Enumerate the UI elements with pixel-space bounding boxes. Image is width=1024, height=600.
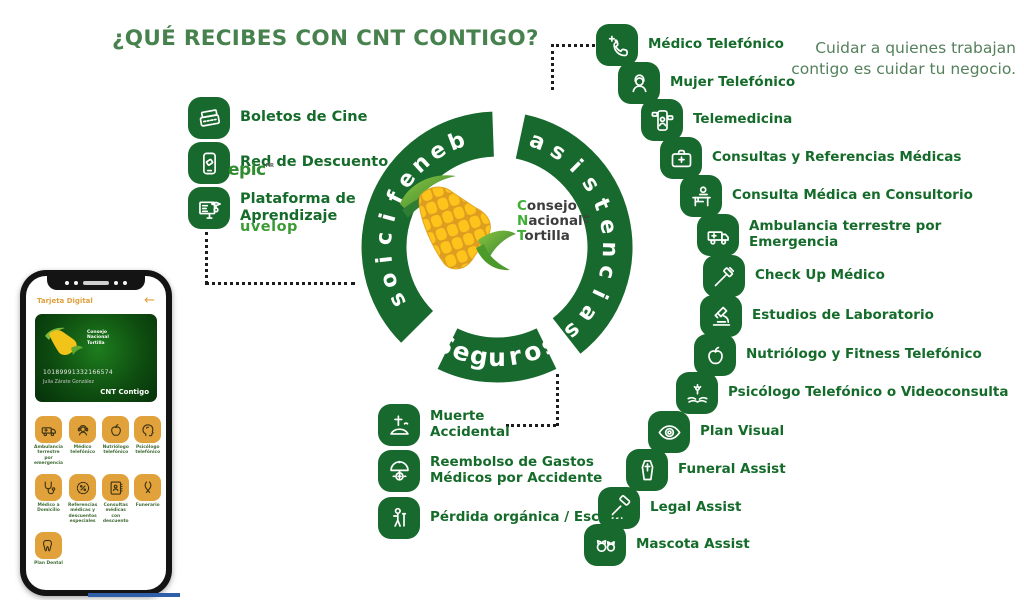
- directory-icon: [102, 474, 130, 502]
- decorative-blue-bar: [88, 593, 180, 597]
- doctor-desk-icon: [680, 175, 722, 217]
- assist-item: Estudios de Laboratorio: [700, 295, 934, 337]
- benefit-item: Boletos de Cine: [188, 97, 367, 139]
- app-funerario: Funerario: [134, 474, 162, 524]
- phone-tag-icon: [188, 142, 230, 184]
- gavel-icon: [598, 487, 640, 529]
- assist-item: Psicólogo Telefónico o Videoconsulta: [676, 372, 1009, 414]
- cnt-wordmark: Consejo Nacionalde la Tortilla: [517, 198, 590, 244]
- assist-item: Funeral Assist: [626, 449, 786, 491]
- syringe-icon: [703, 255, 745, 297]
- assist-item: Mujer Telefónico: [618, 62, 795, 104]
- telemedicine-icon: [641, 99, 683, 141]
- app-medico-domicilio: Médico a Domicilio: [34, 474, 63, 524]
- card-logo-text: Consejo Nacional Tortilla: [87, 330, 109, 346]
- benefit-item: Plataforma de Aprendizaje: [188, 187, 356, 229]
- svg-text:i: i: [372, 255, 398, 265]
- app-referencias: Referencias médicas y descuentos especia…: [68, 474, 97, 524]
- seguros-arc: [437, 328, 557, 383]
- tagline: Cuidar a quienes trabajan contigo es cui…: [791, 39, 1016, 78]
- card-number: 10189991332166574: [43, 369, 113, 376]
- pets-icon: [584, 524, 626, 566]
- seguro-item: Reembolso de Gastos Médicos por Accident…: [378, 450, 602, 492]
- umbrella-coin-icon: [378, 450, 420, 492]
- assist-item: Consultas y Referencias Médicas: [660, 137, 961, 179]
- dotted-connector: [205, 232, 208, 284]
- grave-cross-icon: [378, 404, 420, 446]
- medical-bag-icon: [660, 137, 702, 179]
- digital-card: Consejo Nacional Tortilla 10189991332166…: [35, 314, 157, 402]
- coffin-icon: [626, 449, 668, 491]
- card-brand: CNT Contigo: [100, 388, 149, 396]
- svg-text:r: r: [507, 341, 525, 372]
- assist-item: Consulta Médica en Consultorio: [680, 175, 973, 217]
- assist-item: Médico Telefónico: [596, 24, 784, 66]
- benefit-item: Red de Descuento: [188, 142, 388, 184]
- corn-mexico-logo: [400, 175, 516, 271]
- head-icon: [134, 416, 162, 443]
- seguro-item: Pérdida orgánica / Escala B: [378, 497, 637, 539]
- svg-text:u: u: [488, 343, 506, 372]
- ribbon-icon: [134, 474, 162, 502]
- svg-text:c: c: [372, 231, 398, 246]
- apple-icon: [694, 334, 736, 376]
- assist-item: Ambulancia terrestre por Emergencia: [697, 214, 1024, 256]
- microscope-icon: [700, 295, 742, 337]
- ambulance-icon: [35, 416, 62, 443]
- person-crutch-icon: [378, 497, 420, 539]
- phone-header-label: Tarjeta Digital: [37, 297, 93, 305]
- asistencias-arc: [515, 114, 633, 354]
- stethoscope-icon: [35, 474, 62, 502]
- dotted-connector: [556, 374, 559, 426]
- svg-text:n: n: [597, 241, 622, 257]
- card-holder-name: Julia Zárate González: [43, 380, 95, 385]
- hands-flower-icon: [676, 372, 718, 414]
- eye-icon: [648, 411, 690, 453]
- tickets-icon: [188, 97, 230, 139]
- dotted-connector: [551, 44, 554, 90]
- dotted-connector: [506, 424, 556, 427]
- assist-item: Nutriólogo y Fitness Telefónico: [694, 334, 982, 376]
- speaker-slot: [83, 280, 109, 285]
- app-psicologo: Psicólogo telefónico: [134, 416, 162, 466]
- headset-icon: [69, 416, 97, 443]
- uvelop-logo: uvelop: [240, 219, 298, 235]
- assist-item: Telemedicina: [641, 99, 792, 141]
- svg-text:c: c: [593, 263, 620, 281]
- svg-text:o: o: [375, 269, 403, 291]
- app-plan-dental: Plan Dental: [34, 532, 63, 566]
- dotted-connector: [205, 282, 355, 285]
- app-nutriologo: Nutriólogo telefónico: [102, 416, 130, 466]
- phone-screen: Tarjeta Digital ← Consejo Nacional Torti…: [26, 276, 166, 590]
- assist-item: Mascota Assist: [584, 524, 750, 566]
- page-title: ¿QUÉ RECIBES CON CNT CONTIGO?: [112, 26, 539, 51]
- phone-notch: [47, 276, 145, 290]
- phone-app-grid: Ambulancia terrestre por emergencia Médi…: [34, 416, 162, 567]
- tooth-icon: [35, 532, 62, 560]
- epic-logo: epicMR: [228, 160, 274, 180]
- apple-icon: [102, 416, 130, 443]
- assist-item: Check Up Médico: [703, 255, 885, 297]
- assist-item: Plan Visual: [648, 411, 784, 453]
- card-corn-logo: [45, 327, 83, 355]
- ambulance-icon: [697, 214, 739, 256]
- monitor-cap-icon: [188, 187, 230, 229]
- woman-icon: [618, 62, 660, 104]
- svg-text:e: e: [594, 217, 621, 236]
- assist-item: Legal Assist: [598, 487, 742, 529]
- app-consultas-descuento: Consultas médicas con descuento: [102, 474, 130, 524]
- svg-text:g: g: [468, 340, 490, 372]
- seguro-item: Muerte Accidental: [378, 404, 510, 446]
- dotted-connector: [551, 44, 595, 47]
- phone-cross-icon: [596, 24, 638, 66]
- phone-mockup: Tarjeta Digital ← Consejo Nacional Torti…: [20, 270, 172, 596]
- beneficios-arc: [361, 111, 495, 343]
- app-ambulancia: Ambulancia terrestre por emergencia: [34, 416, 63, 466]
- app-medico-telefonico: Médico telefónico: [68, 416, 97, 466]
- discount-icon: [69, 474, 97, 502]
- back-arrow-icon: ←: [144, 293, 155, 308]
